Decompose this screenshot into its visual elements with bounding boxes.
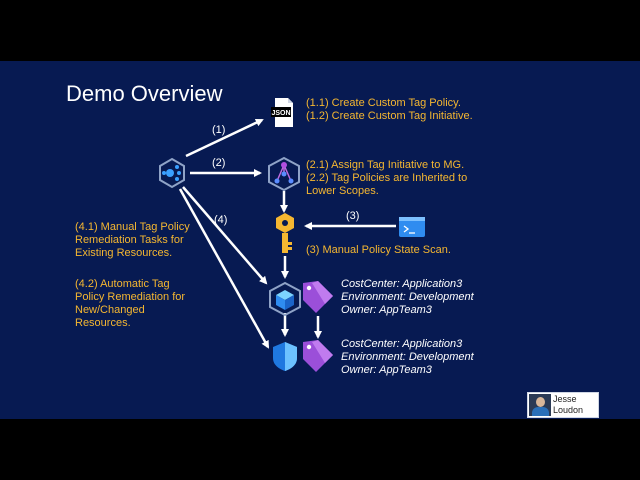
step4-line6: New/Changed bbox=[75, 304, 145, 316]
step2-line2: (2.2) Tag Policies are Inherited to bbox=[306, 172, 468, 184]
presenter-first-name: Jesse bbox=[553, 394, 577, 404]
tags2-line2: Environment: Development bbox=[341, 351, 474, 363]
step1-line2: (1.2) Create Custom Tag Initiative. bbox=[306, 110, 473, 122]
step-label-1: (1) bbox=[212, 124, 226, 136]
presenter-last-name: Loudon bbox=[553, 405, 584, 415]
step4-line1: (4.1) Manual Tag Policy bbox=[75, 221, 190, 233]
step4-line7: Resources. bbox=[75, 317, 131, 329]
arrow-4a bbox=[182, 186, 268, 285]
presenter-card: Jesse Loudon bbox=[527, 392, 599, 418]
presenter-avatar bbox=[529, 394, 551, 416]
management-group-icon bbox=[268, 156, 300, 192]
tag-icon-2 bbox=[303, 340, 333, 372]
step4-line4: (4.2) Automatic Tag bbox=[75, 278, 170, 290]
policy-hub-icon bbox=[159, 157, 185, 189]
tags1-line1: CostCenter: Application3 bbox=[341, 278, 463, 290]
slide-title: Demo Overview bbox=[66, 81, 223, 106]
key-icon bbox=[276, 213, 294, 253]
step4-line2: Remediation Tasks for bbox=[75, 234, 184, 246]
slide: Demo Overview JSON bbox=[0, 61, 640, 419]
arrow-1 bbox=[185, 118, 264, 158]
resource-cube-icon bbox=[269, 281, 301, 317]
arrow-4b bbox=[178, 188, 270, 349]
step2-line3: Lower Scopes. bbox=[306, 185, 379, 197]
step-label-3: (3) bbox=[346, 210, 360, 222]
tags1-line3: Owner: AppTeam3 bbox=[341, 304, 432, 316]
step-label-2: (2) bbox=[212, 157, 226, 169]
terminal-icon bbox=[399, 217, 425, 237]
step-label-4: (4) bbox=[214, 214, 228, 226]
diagram-canvas: JSON bbox=[159, 98, 425, 372]
json-file-icon: JSON bbox=[271, 98, 293, 127]
shield-icon bbox=[273, 342, 297, 371]
step3-line1: (3) Manual Policy State Scan. bbox=[306, 244, 451, 256]
json-icon-label: JSON bbox=[271, 110, 290, 117]
step4-line5: Policy Remediation for bbox=[75, 291, 186, 303]
tags2-line1: CostCenter: Application3 bbox=[341, 338, 463, 350]
step4-line3: Existing Resources. bbox=[75, 247, 173, 259]
step2-line1: (2.1) Assign Tag Initiative to MG. bbox=[306, 159, 465, 171]
tags2-line3: Owner: AppTeam3 bbox=[341, 364, 432, 376]
step1-line1: (1.1) Create Custom Tag Policy. bbox=[306, 97, 461, 109]
presenter-name: Jesse Loudon bbox=[553, 394, 583, 416]
tags1-line2: Environment: Development bbox=[341, 291, 474, 303]
tag-icon bbox=[303, 281, 333, 313]
